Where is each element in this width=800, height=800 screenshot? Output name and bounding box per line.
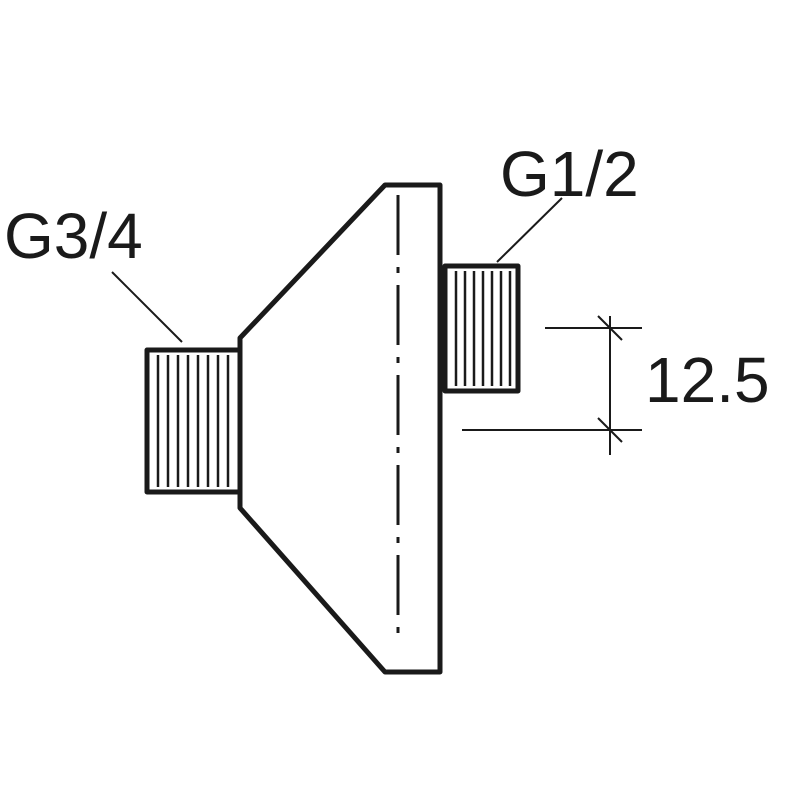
dimension-label: 12.5 — [645, 344, 770, 416]
left-thread — [144, 347, 243, 495]
leader-left — [111, 271, 183, 343]
dimension-lines — [462, 315, 642, 455]
left-thread-label: G3/4 — [4, 200, 143, 272]
right-thread-label: G1/2 — [500, 138, 639, 210]
cone-body — [237, 182, 443, 675]
right-thread-lines — [454, 271, 512, 386]
leader-right — [496, 197, 563, 263]
left-thread-lines — [156, 355, 230, 487]
